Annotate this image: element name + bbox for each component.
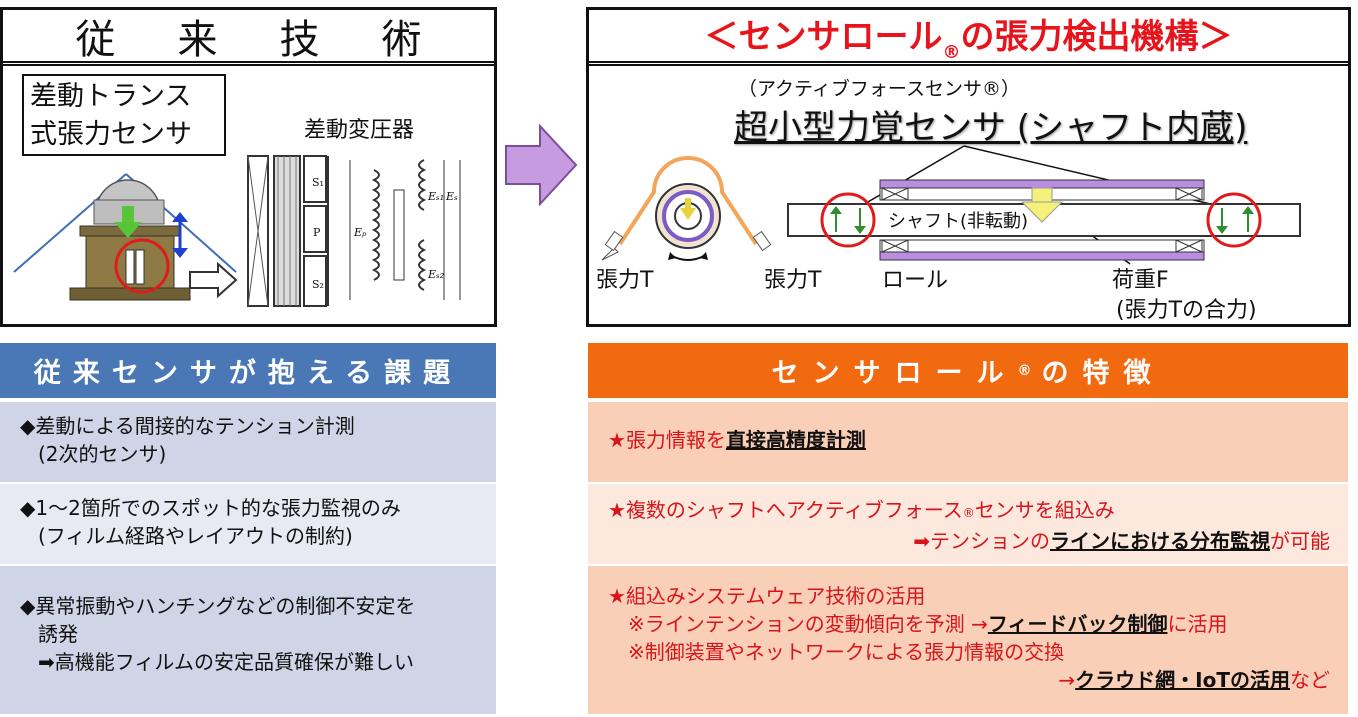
label-es: Eₛ — [446, 190, 458, 203]
load-label: 荷重F — [1112, 268, 1169, 293]
active-force-sensor-label: （アクティブフォースセンサ®） — [738, 78, 1020, 100]
sensor-roll-diagram — [601, 145, 1301, 265]
label-s1: S₁ — [312, 176, 324, 189]
issue-item: ◆差動による間接的なテンション計測 (2次的センサ) — [0, 402, 496, 482]
transformer-label: 差動変圧器 — [304, 118, 415, 143]
issue-item: ◆異常振動やハンチングなどの制御不安定を 誘発 ➡高機能フィルムの安定品質確保が… — [0, 566, 496, 714]
roll-label: ロール — [882, 268, 949, 293]
load-sub-label: (張力Tの合力) — [1116, 298, 1257, 323]
transformer-schematic — [247, 155, 461, 307]
feature-item: ★複数のシャフトへアクティブフォース®センサを組込み ➡テンションのラインにおけ… — [588, 484, 1348, 564]
label-es2: Eₛ₂ — [428, 268, 445, 281]
label-p: P — [313, 226, 321, 239]
micro-force-sensor-title: 超小型力覚センサ (シャフト内蔵) — [734, 108, 1248, 148]
feature-item: ★組込みシステムウェア技術の活用 ※ラインテンションの変動傾向を予測 →フィード… — [588, 566, 1348, 714]
tension-right-label: 張力T — [764, 268, 822, 293]
issues-header: 従来センサが抱える課題 — [0, 343, 496, 398]
features-header: センサロール®の特徴 — [588, 343, 1348, 398]
label-s2: S₂ — [312, 278, 324, 291]
differential-sensor-label: 差動トランス 式張力センサ — [22, 74, 226, 156]
differential-sensor-diagram — [13, 173, 238, 301]
sensor-roll-title: ＜センサロール®の張力検出機構＞ — [589, 10, 1348, 66]
shaft-label: シャフト(非転動) — [888, 211, 1029, 232]
conventional-tech-title: 従来技術 — [3, 10, 494, 66]
label-ep: Eₚ — [354, 226, 367, 239]
feature-item: ★張力情報を直接高精度計測 — [588, 402, 1348, 482]
transition-arrow-icon — [505, 124, 578, 206]
label-es1: Eₛ₁ — [428, 190, 445, 203]
issue-item: ◆1～2箇所でのスポット的な張力監視のみ (フィルム経路やレイアウトの制約) — [0, 484, 496, 564]
tension-left-label: 張力T — [596, 268, 654, 293]
